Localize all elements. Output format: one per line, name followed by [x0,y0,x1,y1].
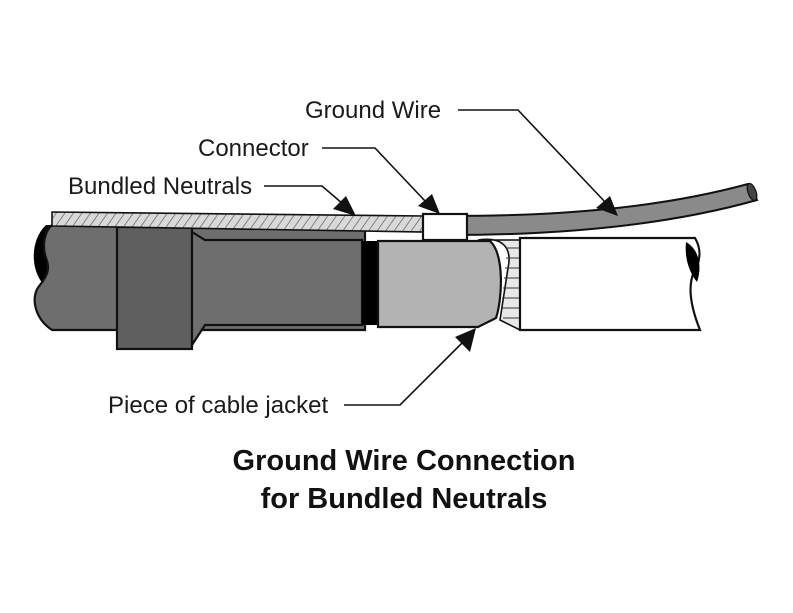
ground-wire-arrowhead [596,196,618,216]
cable-jacket-leader [344,342,463,406]
caption-line-2: for Bundled Neutrals [261,483,548,515]
cable-right-end [685,242,700,282]
neutral-wire-lines [502,247,520,319]
cable-jacket-piece-label: Piece of cable jacket [108,392,328,419]
connector-label: Connector [198,135,309,162]
caption-line-1: Ground Wire Connection [233,445,576,477]
bundled-neutrals-arrowhead [333,196,356,216]
tape-band [115,225,194,351]
connector-arrowhead [418,194,440,214]
bundled-neutrals-label: Bundled Neutrals [68,173,252,200]
cable-jacket-piece [376,239,502,329]
ground-wire-end [746,182,758,202]
ground-wire-leader [458,109,607,204]
connector-leader [322,147,427,203]
cable-end-white [518,236,702,332]
connector-sleeve [421,212,469,242]
neutral-wire-curl [477,238,521,332]
ground-wire-label: Ground Wire [305,97,441,124]
bundled-neutrals-leader [264,185,344,205]
cable-jacket-arrowhead [455,328,476,352]
